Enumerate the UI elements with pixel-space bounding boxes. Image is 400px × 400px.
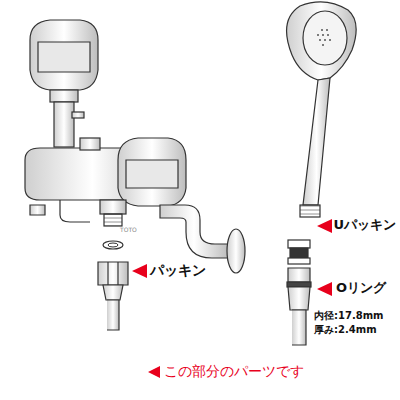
part-label: Uパッキン (333, 218, 396, 232)
shower-head (287, 2, 357, 217)
u-packing (288, 240, 310, 264)
dimension: 厚み:2.4mm (314, 324, 377, 335)
caption-note: この部分のパーツです (164, 364, 304, 379)
hose-end (287, 268, 311, 345)
hose-nut (98, 262, 128, 330)
pointer-arrows (132, 219, 332, 378)
packing-washer (103, 241, 123, 249)
packing-washer-hole (108, 243, 118, 247)
part-label: Oリング (336, 281, 386, 295)
svg-text:TOTO: TOTO (119, 226, 137, 233)
part-label: パッキン (150, 263, 206, 278)
o-ring (287, 282, 311, 287)
dimension: 内径:17.8mm (314, 310, 384, 321)
faucet: TOTO (25, 20, 245, 273)
spray-holes (317, 29, 331, 46)
